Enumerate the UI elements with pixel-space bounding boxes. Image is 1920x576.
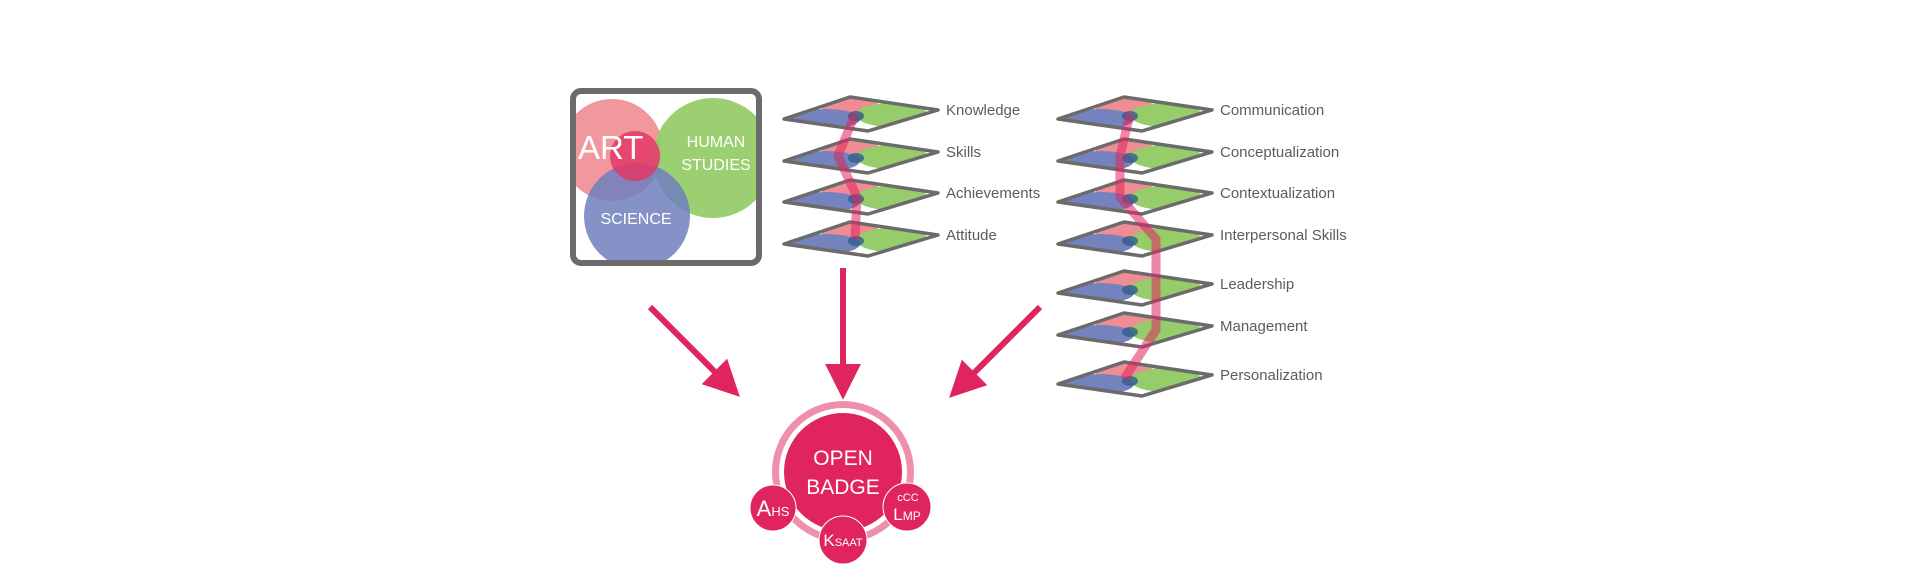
layer-frame	[1056, 311, 1214, 349]
badge-sub-right: cCC LMP	[882, 482, 932, 532]
layer-frame	[1056, 360, 1214, 398]
venn-frame	[570, 88, 762, 266]
sub-left-big: A	[757, 496, 772, 521]
layer-label: Contextualization	[1220, 185, 1335, 202]
arrow-from-right-stack	[949, 304, 1043, 398]
badge-core	[784, 413, 902, 531]
layer-label: Knowledge	[946, 102, 1020, 119]
layer	[1056, 137, 1214, 175]
layer-frame	[782, 95, 940, 133]
layer-frame	[782, 178, 940, 216]
sub-right-top: cCC	[897, 492, 918, 504]
svg-text:LMP: LMP	[893, 505, 920, 524]
svg-text:AHS: AHS	[757, 496, 790, 521]
arrows	[647, 268, 1043, 400]
layer	[782, 220, 940, 258]
badge-sub-bottom: KSAAT	[818, 515, 868, 565]
sub-right-small: MP	[903, 509, 921, 523]
art-label: ART	[578, 129, 643, 166]
layer-frame	[782, 220, 940, 258]
science-circle	[584, 163, 690, 260]
venn-diagram-box: ART HUMAN STUDIES SCIENCE	[570, 88, 762, 266]
layer-label: Skills	[946, 144, 981, 161]
layer	[782, 95, 940, 133]
badge-title-line1: OPEN	[813, 447, 873, 470]
layer-label: Conceptualization	[1220, 144, 1339, 161]
layer-frame	[1056, 95, 1214, 133]
science-label: SCIENCE	[600, 211, 671, 228]
badge-sub-left: AHS	[749, 484, 797, 532]
open-badge: OPEN BADGE AHS KSAAT cCC LMP	[749, 401, 932, 565]
layer	[1056, 178, 1214, 216]
layer-connector-path	[1115, 112, 1161, 382]
layer	[1056, 269, 1214, 307]
layer-frame	[1056, 178, 1214, 216]
badge-title-line2: BADGE	[806, 476, 880, 499]
layer-connector-path	[833, 112, 862, 240]
layer-frame	[1056, 220, 1214, 258]
layer-frame	[1056, 269, 1214, 307]
layer-label: Leadership	[1220, 276, 1294, 293]
human-studies-label-line1: HUMAN	[687, 134, 746, 151]
sub-left-small: HS	[771, 504, 789, 519]
layer	[1056, 220, 1214, 258]
layer-label: Attitude	[946, 227, 997, 244]
sub-bottom-big: K	[823, 531, 835, 550]
human-studies-label-line2: STUDIES	[681, 157, 750, 174]
sub-right-big: L	[893, 505, 902, 524]
layer-label: Achievements	[946, 185, 1040, 202]
layer-label: Communication	[1220, 102, 1324, 119]
venn-intersection	[610, 131, 660, 181]
arrow-from-venn	[647, 304, 740, 397]
layer-label: Personalization	[1220, 367, 1323, 384]
layer-stack-right: CommunicationConceptualizationContextual…	[1056, 95, 1347, 398]
layer	[1056, 311, 1214, 349]
layer-label: Interpersonal Skills	[1220, 227, 1347, 244]
layer	[1056, 95, 1214, 133]
layer	[782, 137, 940, 175]
svg-text:KSAAT: KSAAT	[823, 531, 863, 550]
layer-label: Management	[1220, 318, 1308, 335]
human-studies-circle	[653, 98, 756, 218]
layer-frame	[1056, 137, 1214, 175]
sub-bottom-small: SAAT	[835, 537, 863, 549]
